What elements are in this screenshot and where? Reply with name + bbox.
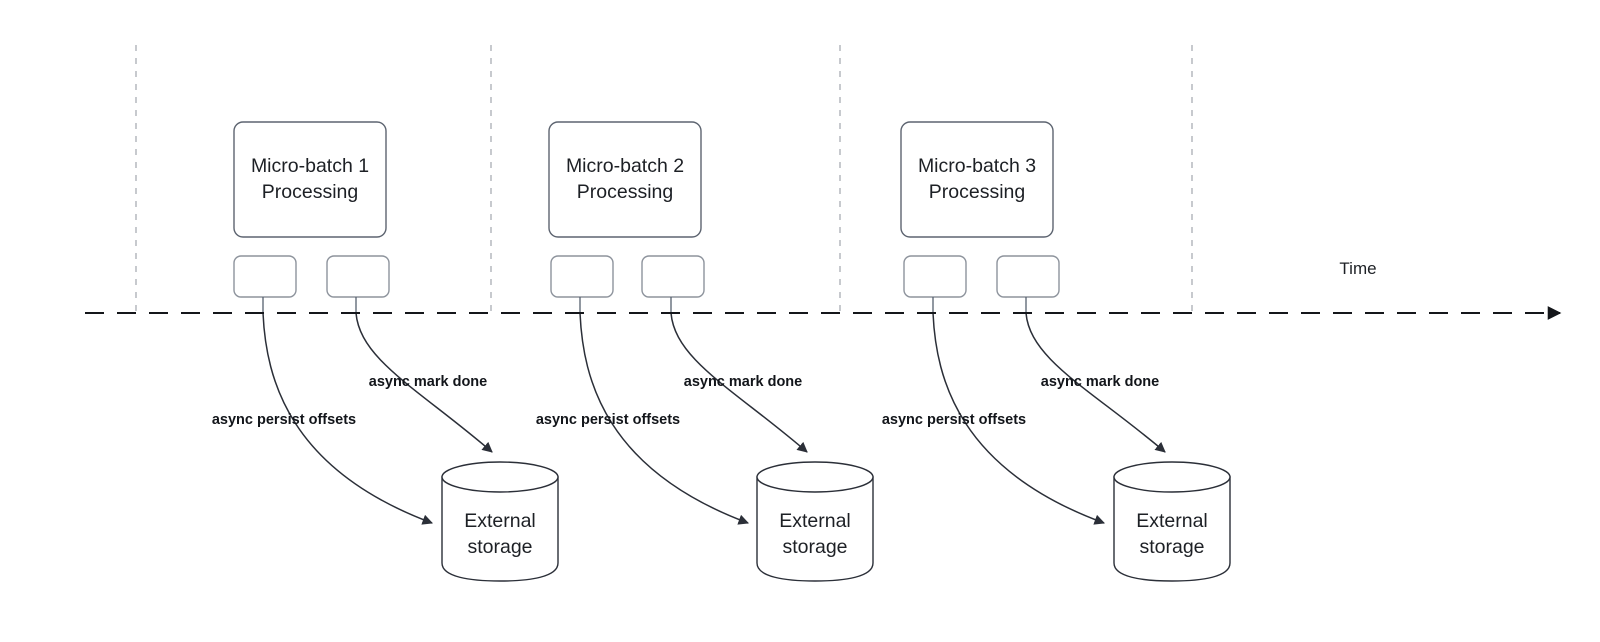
micro-batch-1-external-storage[interactable]: External storage — [441, 461, 559, 582]
micro-batch-1-markdone-task[interactable] — [326, 255, 390, 298]
micro-batch-1-mark-done-label: async mark done — [369, 374, 487, 390]
micro-batch-3-storage-line1: External — [1136, 510, 1208, 532]
micro-batch-1-persist-label: async persist offsets — [212, 412, 356, 428]
micro-batch-3-title-line2: Processing — [929, 181, 1025, 203]
micro-batch-1-persist-offsets-arrow — [262, 312, 433, 525]
micro-batch-1-title-line2: Processing — [262, 181, 358, 203]
micro-batch-1-mark-done-arrow — [355, 312, 493, 453]
micro-batch-3-storage-line2: storage — [1139, 536, 1204, 558]
micro-batch-2-mark-done-arrow — [670, 312, 808, 453]
micro-batch-1-group: Micro-batch 1 Processing async persist o… — [212, 121, 559, 582]
micro-batch-1-persist-task[interactable] — [233, 255, 297, 298]
micro-batch-2-storage-line2: storage — [782, 536, 847, 558]
micro-batch-2-external-storage[interactable]: External storage — [756, 461, 874, 582]
micro-batch-2-box[interactable] — [548, 121, 702, 238]
time-axis-label: Time — [1339, 259, 1376, 278]
micro-batch-1-storage-line2: storage — [467, 536, 532, 558]
micro-batch-2-mark-done-label: async mark done — [684, 374, 802, 390]
micro-batch-3-markdone-task[interactable] — [996, 255, 1060, 298]
micro-batch-1-storage-line1: External — [464, 510, 536, 532]
micro-batch-2-persist-label: async persist offsets — [536, 412, 680, 428]
micro-batch-1-box[interactable] — [233, 121, 387, 238]
micro-batch-2-storage-line1: External — [779, 510, 851, 532]
micro-batch-3-group: Micro-batch 3 Processing async persist o… — [882, 121, 1231, 582]
micro-batch-3-mark-done-label: async mark done — [1041, 374, 1159, 390]
micro-batch-2-title-line2: Processing — [577, 181, 673, 203]
micro-batch-3-persist-offsets-arrow — [932, 312, 1105, 525]
micro-batch-3-title-line1: Micro-batch 3 — [918, 155, 1036, 177]
micro-batch-3-persist-task[interactable] — [903, 255, 967, 298]
micro-batch-2-persist-task[interactable] — [550, 255, 614, 298]
micro-batch-1-title-line1: Micro-batch 1 — [251, 155, 369, 177]
micro-batch-2-markdone-task[interactable] — [641, 255, 705, 298]
micro-batch-3-external-storage[interactable]: External storage — [1113, 461, 1231, 582]
micro-batch-2-persist-offsets-arrow — [579, 312, 749, 525]
micro-batch-3-box[interactable] — [900, 121, 1054, 238]
micro-batch-3-mark-done-arrow — [1025, 312, 1166, 453]
micro-batch-2-group: Micro-batch 2 Processing async persist o… — [536, 121, 874, 582]
micro-batch-2-title-line1: Micro-batch 2 — [566, 155, 684, 177]
micro-batch-3-persist-label: async persist offsets — [882, 412, 1026, 428]
